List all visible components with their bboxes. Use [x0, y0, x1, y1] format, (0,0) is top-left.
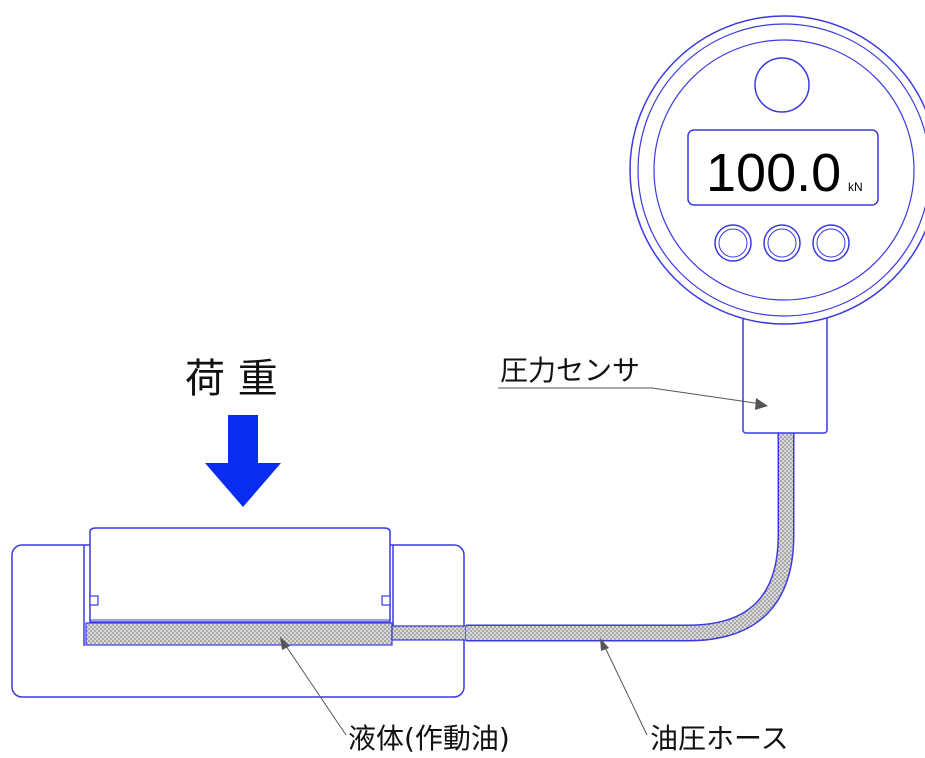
- pressure-gauge: 100.0 kN: [629, 15, 925, 325]
- hydraulic-hose: [466, 430, 795, 642]
- gauge-indicator-icon: [754, 57, 810, 113]
- gauge-button-2: [763, 224, 801, 262]
- gauge-button-ring: [718, 228, 748, 258]
- gauge-button-3: [812, 224, 850, 262]
- fluid-channel: [391, 625, 467, 641]
- load-arrow-icon: [205, 415, 281, 507]
- leader-lines: [281, 387, 763, 736]
- seal-right: [381, 595, 391, 606]
- gauge-button-ring: [767, 228, 797, 258]
- liquid-label: 液体(作動油): [348, 722, 510, 755]
- load-label: 荷 重: [185, 356, 278, 402]
- pressure-sensor-label: 圧力センサ: [500, 354, 640, 387]
- fluid-chamber: [85, 622, 393, 646]
- gauge-button-1: [714, 224, 752, 262]
- gauge-button-ring: [816, 228, 846, 258]
- gauge-reading: 100.0: [706, 143, 841, 203]
- hose-label: 油圧ホース: [650, 722, 789, 755]
- piston: [89, 527, 391, 623]
- gauge-display: [687, 129, 879, 206]
- gauge-unit: kN: [848, 180, 863, 194]
- seal-left: [89, 595, 99, 606]
- sensor-stem: [742, 314, 828, 434]
